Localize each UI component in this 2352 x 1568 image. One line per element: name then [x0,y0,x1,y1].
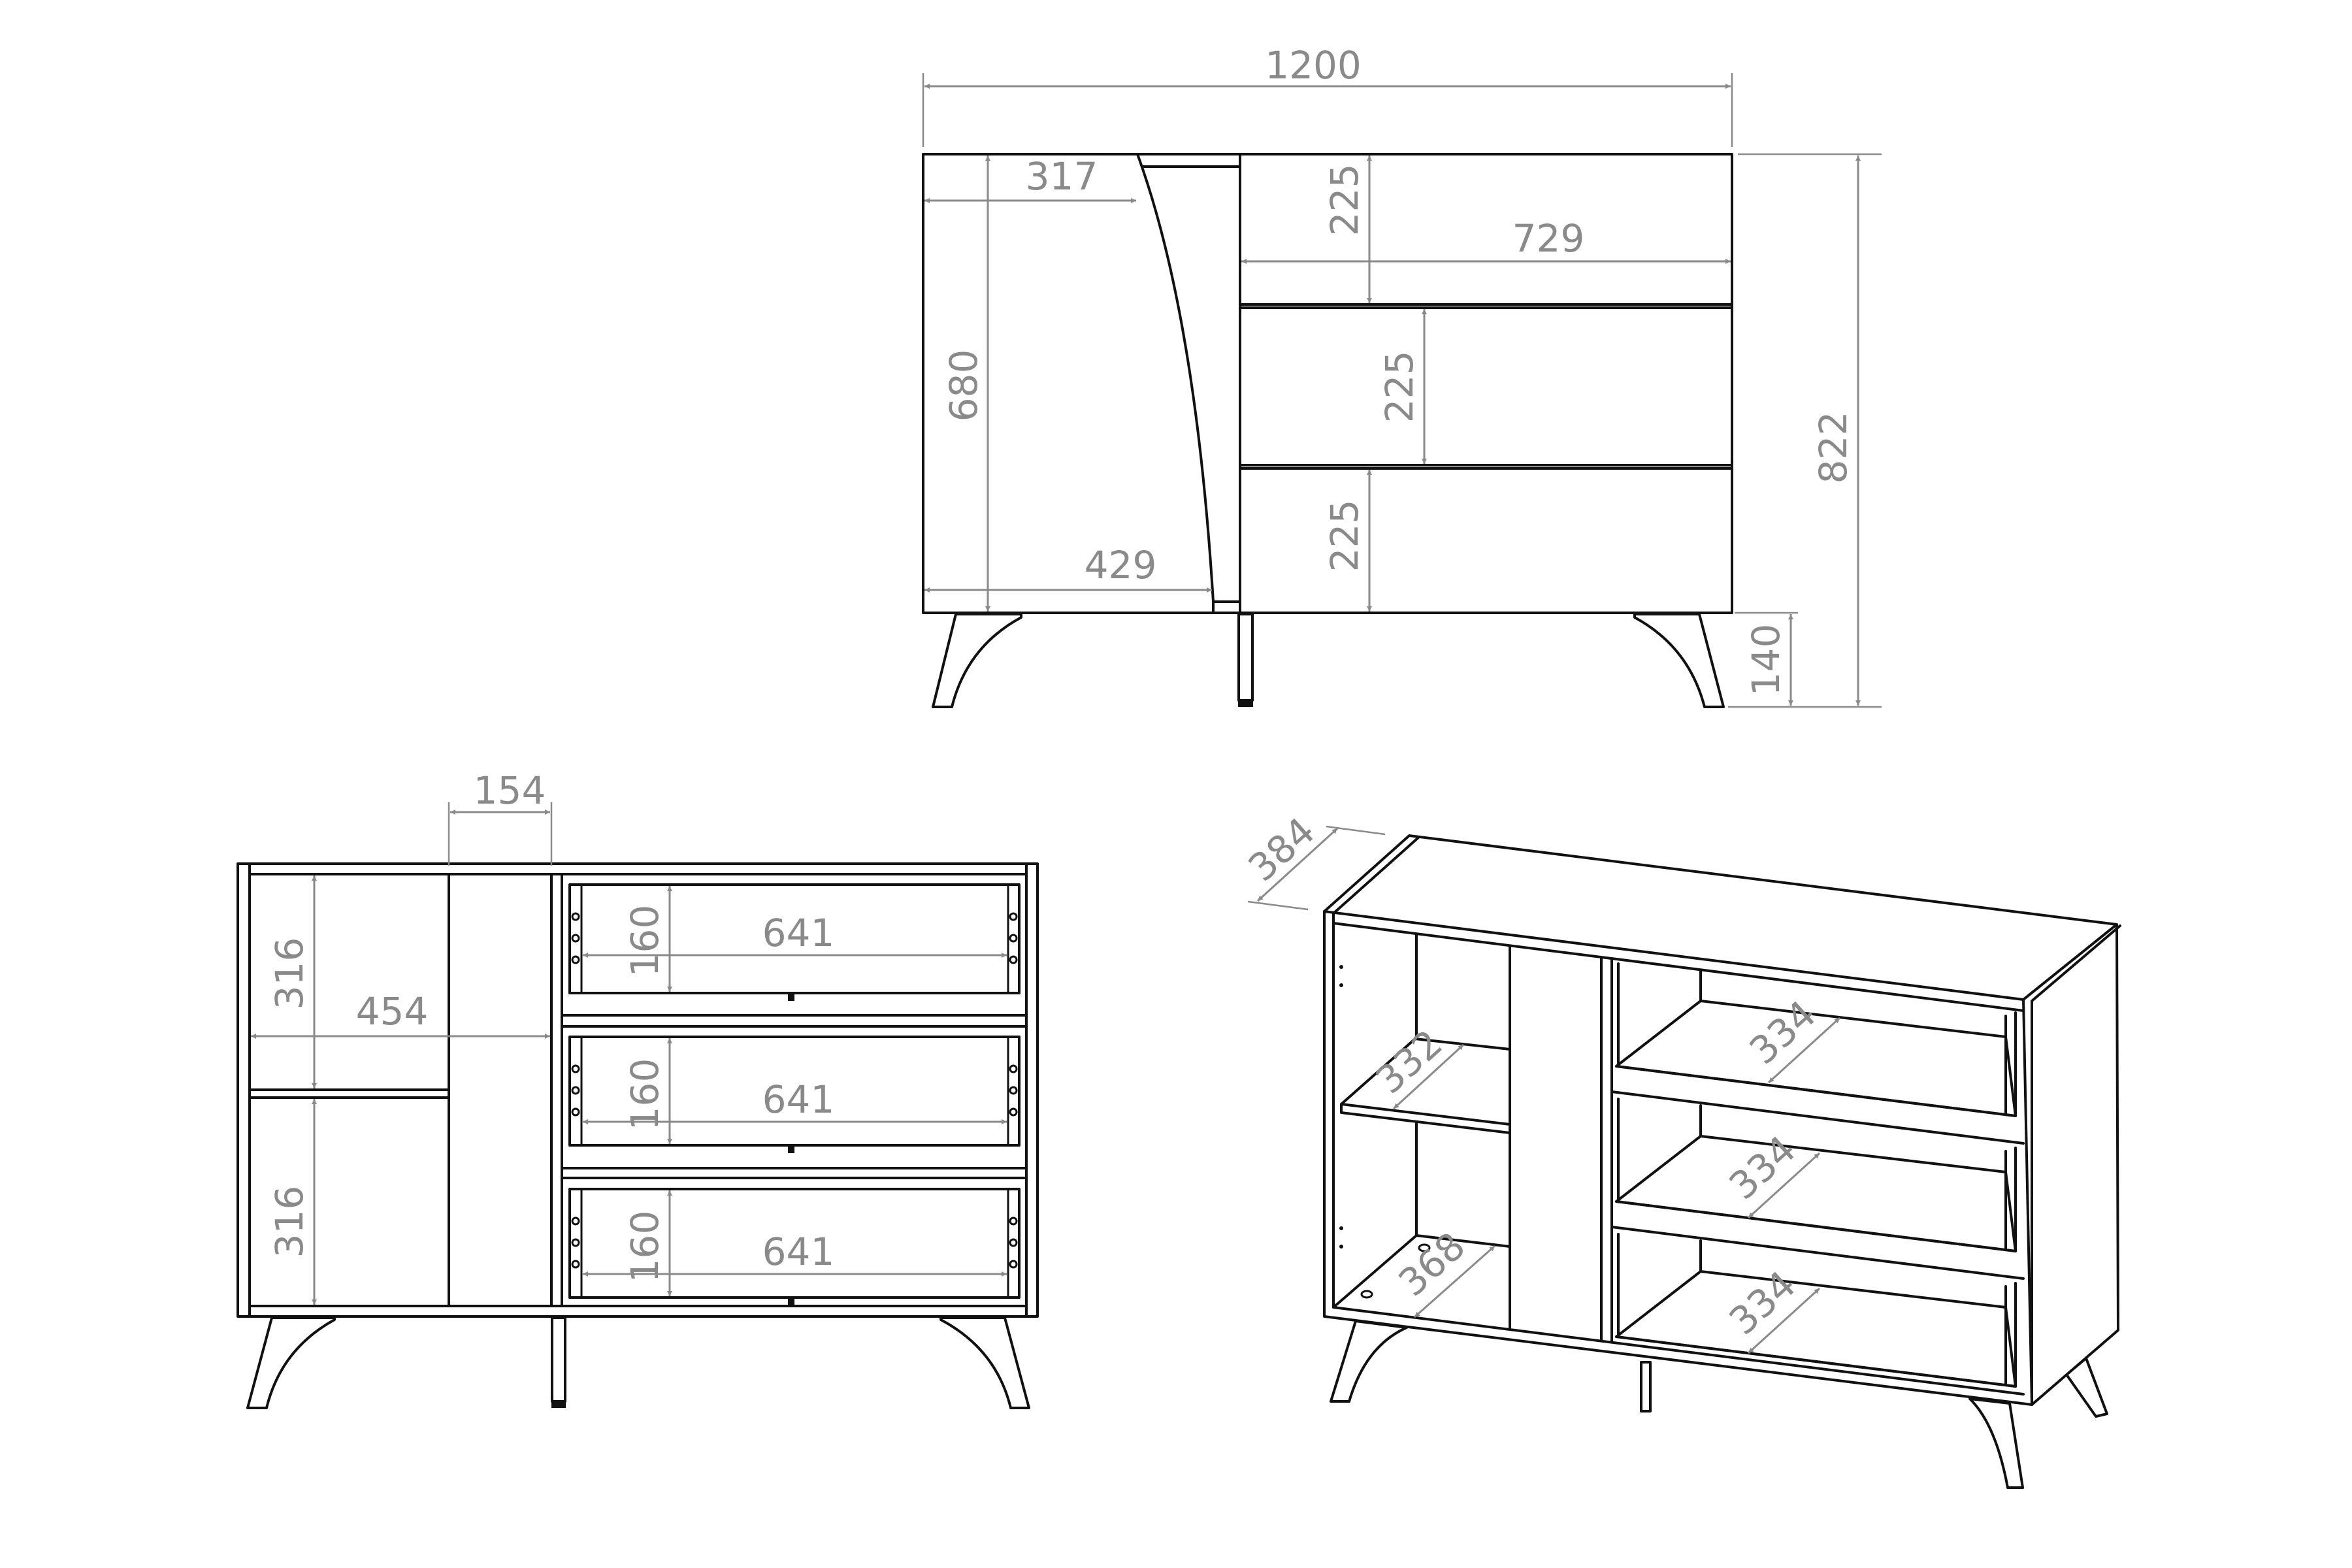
dim-225-row3: 225 [1322,470,1372,612]
label-160-2: 160 [623,1058,667,1131]
dim-316-top: 316 [267,875,317,1088]
dim-225-row2: 225 [1377,309,1427,464]
dim-317: 317 [924,154,1136,203]
front-top-strip [1136,153,1241,168]
iso-top-edge-band [1332,836,1420,915]
iso-floor-hole [1360,1290,1373,1299]
dim-drawer-2: 160 641 [583,1038,1007,1144]
label-384: 384 [1240,809,1324,890]
label-368: 368 [1390,1224,1474,1305]
back-drawer-rails [561,1014,1028,1179]
dim-225-row1: 225 [1322,155,1372,303]
dim-680: 680 [941,155,990,612]
label-225-3: 225 [1322,500,1367,572]
dim-429: 429 [924,543,1212,593]
back-left-shelf [248,1088,450,1099]
drawer-divider-2 [1239,464,1733,470]
dim-729: 729 [1241,216,1731,264]
label-154: 154 [474,768,546,813]
iso-leg-front-left [1330,1320,1408,1403]
dim-154: 154 [448,768,553,866]
back-leg-right [939,1316,1030,1409]
iso-drawer-3 [1615,1233,2017,1388]
back-leg-left [246,1316,336,1409]
back-partition [448,873,563,1307]
label-454: 454 [356,989,429,1034]
back-leg-center [551,1316,566,1403]
iso-view: 384 332 368 334 334 334 [1240,809,2121,1489]
label-641-3: 641 [762,1230,835,1274]
back-drawer-1 [568,883,1021,1001]
dim-822: 822 [1728,153,1882,708]
front-plinth-block [1212,600,1241,614]
dim-454: 454 [251,989,550,1039]
label-317: 317 [1026,154,1098,199]
label-316-2: 316 [267,1186,312,1258]
iso-partition-lines [1415,933,1613,1343]
label-641-1: 641 [762,911,835,955]
label-316-1: 316 [267,938,312,1010]
front-leg-right [1633,613,1725,708]
label-225-2: 225 [1377,351,1422,423]
iso-leg-front-right [1968,1397,2024,1489]
dim-drawer-1: 160 641 [583,886,1007,992]
front-door-curve [922,153,1215,614]
back-drawer-3 [568,1188,1021,1305]
back-leg-center-foot [551,1401,566,1408]
label-429: 429 [1085,543,1157,587]
iso-drawer-2 [1610,1098,2025,1280]
dim-368: 368 [1390,1224,1495,1318]
label-140: 140 [1744,624,1788,696]
front-view: 1200 317 680 429 729 225 225 225 [922,43,1882,708]
iso-shelf-edge [1340,1103,1511,1134]
iso-top-face [1323,834,2118,1001]
label-160-3: 160 [623,1211,667,1283]
front-leg-center [1237,613,1254,702]
label-1200: 1200 [1265,43,1362,88]
dim-drawer-3: 160 641 [583,1190,1007,1296]
label-729: 729 [1512,216,1585,261]
back-view: 154 454 316 316 160 641 160 641 [237,768,1039,1409]
dim-1200: 1200 [922,43,1733,147]
dim-316-bottom: 316 [267,1099,317,1305]
label-680: 680 [941,350,986,422]
front-leg-center-foot [1238,700,1253,707]
label-822: 822 [1811,412,1855,484]
iso-floor-back-edge [1332,1234,1511,1309]
iso-right-side-face [2022,923,2119,1406]
iso-front-frame [1323,910,2033,1406]
label-225-1: 225 [1322,164,1367,237]
drawer-divider-1 [1239,303,1733,309]
front-cabinet-outline [922,153,1733,614]
front-leg-left [932,613,1022,708]
dim-140: 140 [1735,612,1798,706]
back-drawer-2 [568,1036,1021,1153]
label-641-2: 641 [762,1077,835,1122]
iso-right-edge-band [2031,924,2121,1406]
label-160-1: 160 [623,905,667,977]
iso-leg-center [1640,1361,1652,1413]
back-cabinet-outline [237,862,1039,1318]
